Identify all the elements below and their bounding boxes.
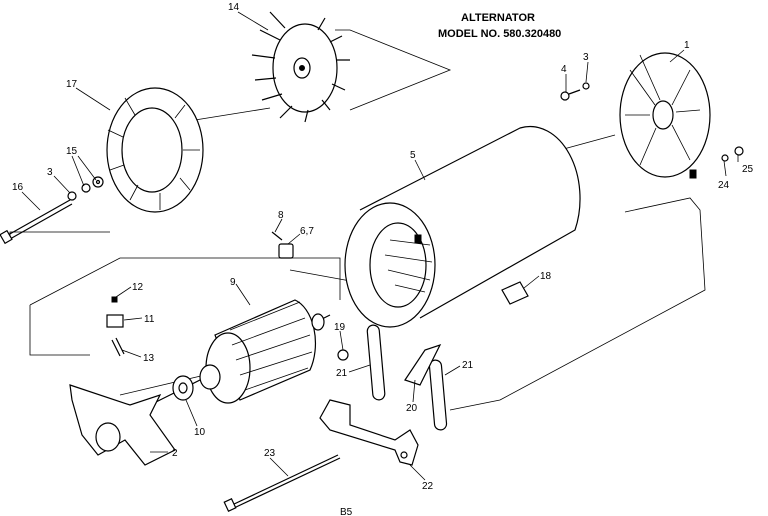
leader-lines — [21, 11, 739, 481]
callout-2: 2 — [172, 448, 178, 459]
callout-5: 5 — [410, 150, 416, 161]
callout-23: 23 — [264, 448, 276, 459]
callout-6-7: 6,7 — [300, 226, 314, 237]
callout-11: 11 — [144, 314, 155, 325]
callout-3-left: 3 — [47, 167, 53, 178]
bearing-part-10 — [172, 375, 194, 401]
callout-17: 17 — [66, 79, 78, 90]
stator-housing-part-5 — [344, 125, 581, 328]
model-number: MODEL NO. 580.320480 — [438, 28, 562, 40]
callout-4: 4 — [561, 64, 567, 75]
assembly-lines — [9, 29, 706, 411]
callout-14: 14 — [228, 2, 240, 13]
callout-12: 12 — [132, 282, 144, 293]
callout-24: 24 — [718, 180, 730, 191]
callout-20: 20 — [406, 403, 418, 414]
callout-labels: 14 17 15 16 3 1 3 4 25 24 5 8 6,7 18 9 1… — [12, 2, 754, 516]
terminal-parts-6-7-8 — [271, 231, 294, 259]
callout-16: 16 — [12, 182, 24, 193]
strap-parts-21 — [366, 324, 448, 431]
callout-8: 8 — [278, 210, 284, 221]
clip-part-18 — [501, 281, 529, 305]
screw-parts-3-4 — [560, 82, 590, 101]
fan-part-14 — [251, 11, 350, 123]
fan-guard-part-17 — [106, 87, 204, 213]
rotor-part-9 — [139, 299, 331, 411]
page-code: B5 — [340, 507, 353, 516]
callout-9: 9 — [230, 277, 236, 288]
callout-15: 15 — [66, 146, 78, 157]
callout-3-right: 3 — [583, 52, 589, 63]
nut-parts-24-25 — [721, 146, 744, 162]
callout-25: 25 — [742, 164, 754, 175]
bolt-part-23 — [223, 454, 341, 513]
callout-21-left: 21 — [336, 368, 348, 379]
callout-21-right: 21 — [462, 360, 474, 371]
end-bell-part-1 — [619, 52, 711, 179]
callout-18: 18 — [540, 271, 552, 282]
base-part-22 — [319, 399, 419, 466]
washer-part-19 — [337, 349, 349, 361]
callout-13: 13 — [143, 353, 155, 364]
diagram-title: ALTERNATOR — [461, 12, 535, 24]
brush-parts-11-12-13 — [106, 296, 125, 357]
callout-22: 22 — [422, 481, 434, 492]
callout-19: 19 — [334, 322, 346, 333]
callout-10: 10 — [194, 427, 206, 438]
callout-1: 1 — [684, 40, 690, 51]
end-frame-part-2 — [69, 384, 176, 466]
